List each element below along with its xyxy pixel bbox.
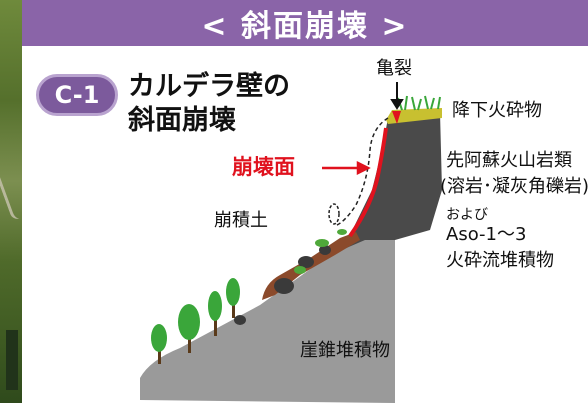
heading: カルデラ壁の 斜面崩壊 <box>128 70 290 138</box>
background-photo <box>0 0 29 403</box>
label-bedrock-5: 火砕流堆積物 <box>446 250 554 271</box>
grass-tufts <box>397 95 441 111</box>
boulders <box>234 245 331 325</box>
label-crack: 亀裂 <box>376 58 412 79</box>
failure-surface-arrow <box>322 160 371 176</box>
photo-shadow <box>6 330 18 390</box>
vegetation-patches <box>294 229 347 274</box>
heading-line-1: カルデラ壁の <box>128 71 290 102</box>
failure-surface-line <box>348 127 388 238</box>
label-bedrock-4: Aso-1～3 <box>446 224 527 245</box>
label-talus: 崖錐堆積物 <box>300 340 390 361</box>
label-bedrock-3: および <box>446 207 488 223</box>
label-failure-surface: 崩壊面 <box>232 155 295 179</box>
label-colluvium: 崩積土 <box>214 210 268 231</box>
crack-arrow <box>390 82 404 110</box>
crack-mark <box>392 111 401 124</box>
banner-title: < 斜面崩壊 > <box>201 9 409 44</box>
tree <box>226 278 240 318</box>
label-tephra: 降下火砕物 <box>452 100 542 121</box>
original-slope-dashed <box>334 117 389 227</box>
tree <box>178 304 200 353</box>
tree <box>208 291 222 336</box>
displaced-block-dashed <box>328 203 340 225</box>
trees <box>151 278 240 364</box>
label-bedrock-2: (溶岩･凝灰角礫岩) <box>440 176 588 197</box>
heading-line-2: 斜面崩壊 <box>128 105 236 136</box>
tree <box>151 324 167 364</box>
section-badge: C-1 <box>36 74 118 116</box>
title-banner: < 斜面崩壊 > <box>22 0 588 46</box>
talus-deposit <box>140 225 395 403</box>
bedrock-cliff <box>330 112 442 255</box>
label-bedrock-1: 先阿蘇火山岩類 <box>446 150 572 171</box>
